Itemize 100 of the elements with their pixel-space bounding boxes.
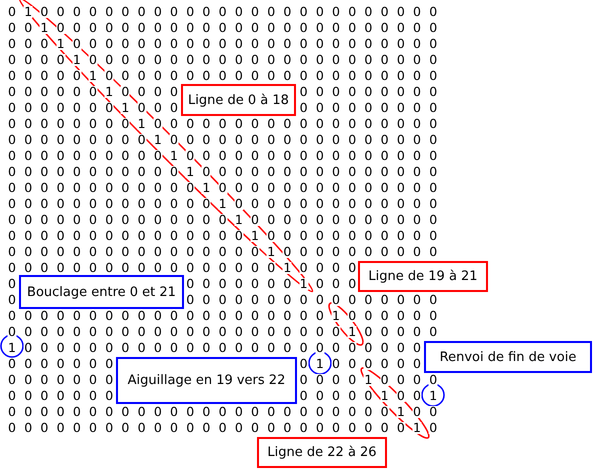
matrix-value: 0 <box>153 326 162 338</box>
matrix-value: 0 <box>170 342 178 354</box>
matrix-value: 0 <box>299 230 308 242</box>
matrix-value: 0 <box>412 310 422 322</box>
matrix-value: 0 <box>299 358 308 370</box>
matrix-value: 0 <box>364 118 373 130</box>
matrix-value: 0 <box>299 214 308 226</box>
matrix-value: 0 <box>88 374 98 386</box>
matrix-value: 0 <box>8 6 16 18</box>
matrix-value: 0 <box>299 22 308 34</box>
matrix-value: 0 <box>396 102 406 114</box>
matrix-value: 0 <box>137 422 146 434</box>
matrix-value: 0 <box>348 198 357 210</box>
matrix-value: 0 <box>202 326 211 338</box>
matrix-value: 0 <box>332 278 340 290</box>
matrix-value: 0 <box>218 278 228 290</box>
matrix-value: 0 <box>137 54 146 66</box>
matrix-value: 0 <box>8 102 16 114</box>
matrix-value: 0 <box>428 294 438 306</box>
matrix-value: 0 <box>40 310 49 322</box>
matrix-value: 0 <box>40 230 49 242</box>
matrix-value: 0 <box>348 406 357 418</box>
matrix-value: 0 <box>88 38 98 50</box>
matrix-value: 0 <box>315 198 324 210</box>
matrix-value: 0 <box>380 374 390 386</box>
matrix-value: 0 <box>364 310 373 322</box>
matrix-value: 0 <box>332 38 340 50</box>
matrix-value: 0 <box>364 358 373 370</box>
matrix-value: 0 <box>56 198 66 210</box>
matrix-value: 0 <box>332 294 340 306</box>
matrix-value: 0 <box>299 390 308 402</box>
matrix-value: 0 <box>72 38 82 50</box>
matrix-value: 0 <box>202 294 211 306</box>
matrix-value: 0 <box>104 150 114 162</box>
matrix-value: 0 <box>364 422 373 434</box>
matrix-value: 1 <box>396 406 406 418</box>
matrix-value: 0 <box>412 342 422 354</box>
matrix-value: 0 <box>250 54 260 66</box>
matrix-value: 0 <box>234 182 244 194</box>
matrix-value: 0 <box>8 54 16 66</box>
matrix-value: 0 <box>364 342 373 354</box>
matrix-value: 0 <box>364 134 373 146</box>
matrix-value: 0 <box>315 390 324 402</box>
matrix-value: 0 <box>8 166 16 178</box>
matrix-value: 0 <box>348 294 357 306</box>
matrix-value: 0 <box>40 422 49 434</box>
matrix-value: 0 <box>88 310 98 322</box>
matrix-value: 0 <box>104 406 114 418</box>
matrix-value: 0 <box>428 246 438 258</box>
matrix-value: 0 <box>396 134 406 146</box>
matrix-value: 0 <box>250 38 260 50</box>
matrix-value: 0 <box>234 310 244 322</box>
matrix-value: 0 <box>202 150 211 162</box>
matrix-value: 0 <box>348 150 357 162</box>
matrix-value: 0 <box>266 22 276 34</box>
matrix-value: 0 <box>72 166 82 178</box>
matrix-value: 1 <box>315 358 324 370</box>
matrix-value: 0 <box>120 230 130 242</box>
matrix-value: 0 <box>88 134 98 146</box>
matrix-value: 0 <box>396 198 406 210</box>
matrix-value: 0 <box>364 182 373 194</box>
matrix-value: 1 <box>380 390 390 402</box>
matrix-value: 0 <box>428 102 438 114</box>
matrix-value: 0 <box>364 86 373 98</box>
matrix-value: 0 <box>104 230 114 242</box>
matrix-value: 0 <box>24 230 33 242</box>
matrix-value: 0 <box>186 310 195 322</box>
matrix-value: 0 <box>266 182 276 194</box>
matrix-value: 0 <box>8 70 16 82</box>
matrix-value: 0 <box>412 150 422 162</box>
matrix-value: 0 <box>412 294 422 306</box>
matrix-value: 0 <box>202 262 211 274</box>
matrix-value: 0 <box>299 310 308 322</box>
matrix-value: 0 <box>364 406 373 418</box>
matrix-value: 0 <box>315 262 324 274</box>
matrix-value: 0 <box>364 102 373 114</box>
matrix-value: 0 <box>40 374 49 386</box>
matrix-value: 0 <box>380 54 390 66</box>
matrix-value: 0 <box>412 214 422 226</box>
matrix-value: 0 <box>428 182 438 194</box>
annotation-text: Ligne de 0 à 18 <box>188 92 289 108</box>
matrix-value: 0 <box>282 54 292 66</box>
matrix-value: 0 <box>8 358 16 370</box>
matrix-value: 0 <box>153 310 162 322</box>
matrix-value: 0 <box>218 38 228 50</box>
matrix-value: 0 <box>282 246 292 258</box>
matrix-value: 0 <box>72 198 82 210</box>
matrix-value: 0 <box>72 214 82 226</box>
matrix-value: 0 <box>315 374 324 386</box>
matrix-value: 0 <box>153 198 162 210</box>
matrix-value: 0 <box>348 246 357 258</box>
matrix-value: 0 <box>396 214 406 226</box>
matrix-value: 0 <box>412 54 422 66</box>
matrix-value: 0 <box>218 294 228 306</box>
matrix-value: 0 <box>56 22 66 34</box>
annotation-box <box>116 357 297 404</box>
matrix-value: 0 <box>282 166 292 178</box>
matrix-value: 0 <box>412 166 422 178</box>
matrix-value: 0 <box>137 214 146 226</box>
matrix-value: 0 <box>153 406 162 418</box>
